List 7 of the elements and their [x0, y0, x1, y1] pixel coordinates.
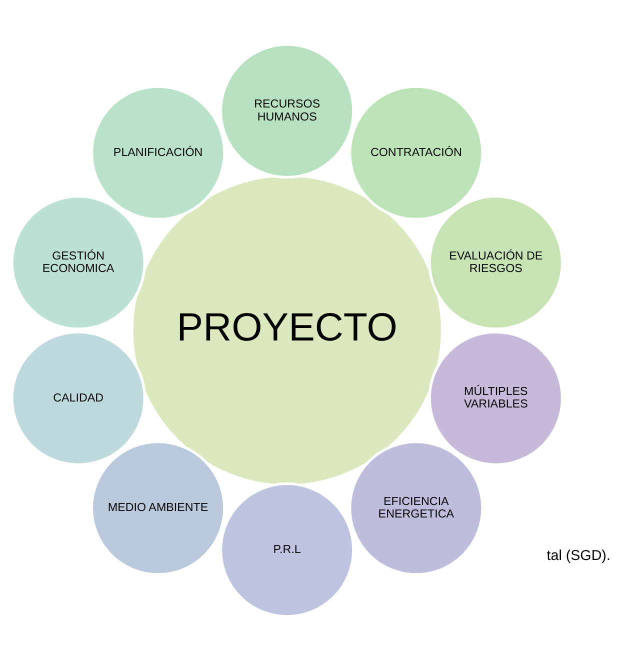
node-circle: MÚLTIPLES VARIABLES: [428, 330, 564, 466]
label: tal (SGD).: [546, 547, 610, 564]
node-circle: RECURSOS HUMANOS: [219, 42, 355, 178]
node-circle: CALIDAD: [10, 330, 146, 466]
node-circle: P.R.L: [219, 482, 355, 618]
node-circle: CONTRATACIÓN: [348, 84, 484, 220]
node-circle: PLANIFICACIÓN: [90, 84, 226, 220]
